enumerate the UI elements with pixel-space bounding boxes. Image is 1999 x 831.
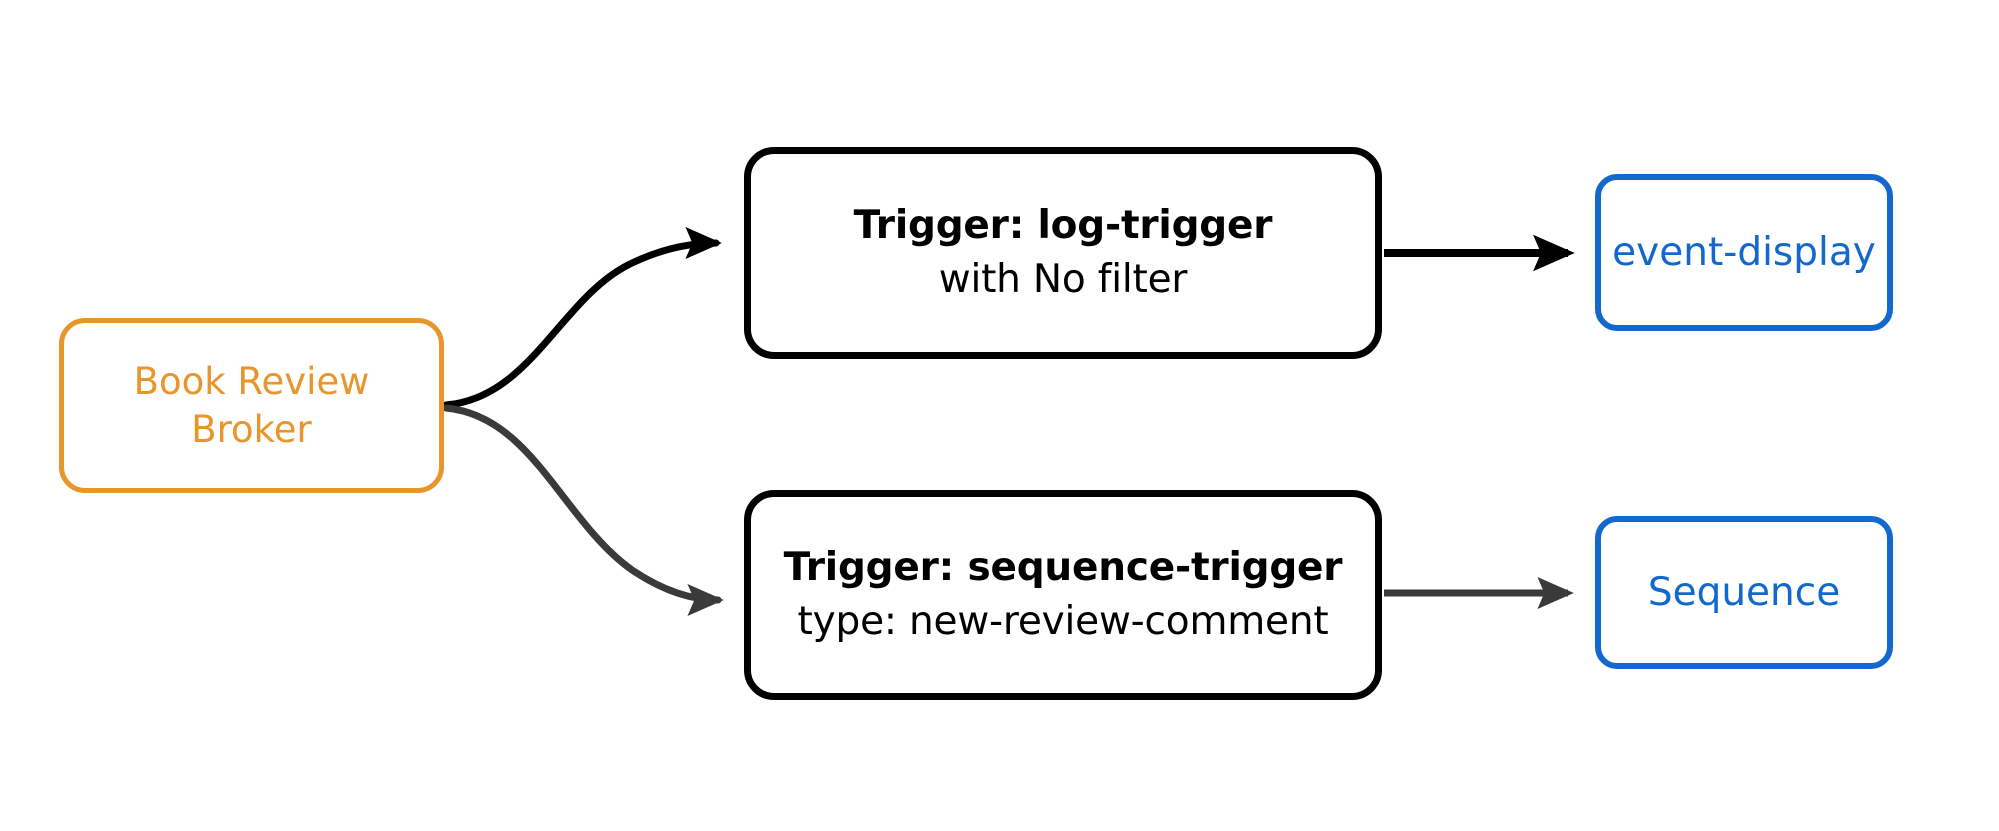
sequence-trigger-title: Trigger: sequence-trigger <box>783 545 1343 591</box>
broker-label-line-2: Broker <box>191 407 312 451</box>
edge-broker-to-sequence-trigger <box>442 404 724 617</box>
broker-label-line-1: Book Review <box>133 360 370 404</box>
sequence-trigger-subtitle: type: new-review-comment <box>797 599 1329 644</box>
node-sequence-trigger[interactable]: Trigger: sequence-trigger type: new-revi… <box>744 490 1382 700</box>
edge-broker-to-log-trigger <box>442 226 722 409</box>
node-log-trigger[interactable]: Trigger: log-trigger with No filter <box>744 147 1382 359</box>
sequence-label: Sequence <box>1647 569 1841 615</box>
node-event-display[interactable]: event-display <box>1595 174 1893 331</box>
node-book-review-broker[interactable]: Book Review Broker <box>59 318 444 493</box>
event-display-label: event-display <box>1612 229 1876 275</box>
log-trigger-title: Trigger: log-trigger <box>853 203 1273 249</box>
log-trigger-subtitle: with No filter <box>938 257 1188 302</box>
node-sequence[interactable]: Sequence <box>1595 516 1893 669</box>
